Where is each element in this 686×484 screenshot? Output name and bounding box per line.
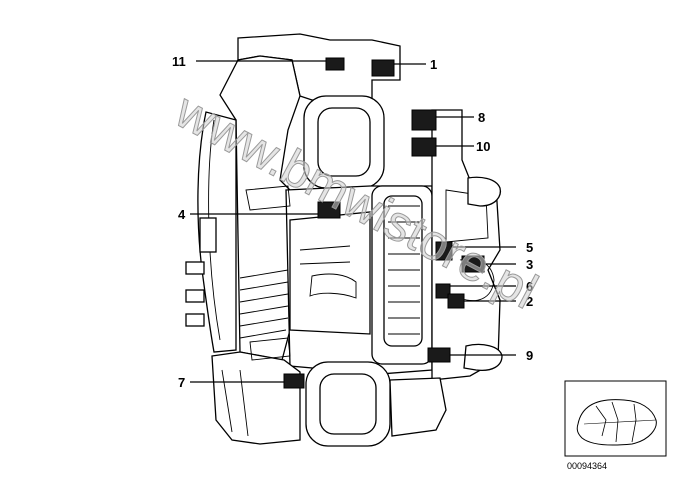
connector-10 <box>411 137 437 157</box>
callout-11: 11 <box>172 54 186 69</box>
connector-5 <box>435 241 453 261</box>
housing-assembly <box>185 33 503 447</box>
connector-2 <box>447 293 465 309</box>
connectors <box>283 57 485 389</box>
callout-2: 2 <box>526 294 533 309</box>
callout-5: 5 <box>526 240 533 255</box>
leader-lines <box>190 60 516 383</box>
callout-4: 4 <box>178 207 186 222</box>
connector-1 <box>371 59 395 77</box>
car-top-view-icon <box>576 399 657 446</box>
reference-number: 00094364 <box>567 461 607 471</box>
callout-3: 3 <box>526 257 533 272</box>
connector-7 <box>283 373 305 389</box>
connector-6 <box>435 283 451 299</box>
callout-8: 8 <box>478 110 485 125</box>
connector-4 <box>317 201 341 219</box>
connector-11 <box>325 57 345 71</box>
callout-labels: 11 1 8 10 4 5 3 6 2 9 7 <box>172 54 533 390</box>
connector-9 <box>427 347 451 363</box>
callout-1: 1 <box>430 57 437 72</box>
vehicle-thumbnail <box>564 380 667 457</box>
callout-10: 10 <box>476 139 490 154</box>
callout-6: 6 <box>526 279 533 294</box>
connector-8 <box>411 109 437 131</box>
callout-9: 9 <box>526 348 533 363</box>
callout-7: 7 <box>178 375 185 390</box>
